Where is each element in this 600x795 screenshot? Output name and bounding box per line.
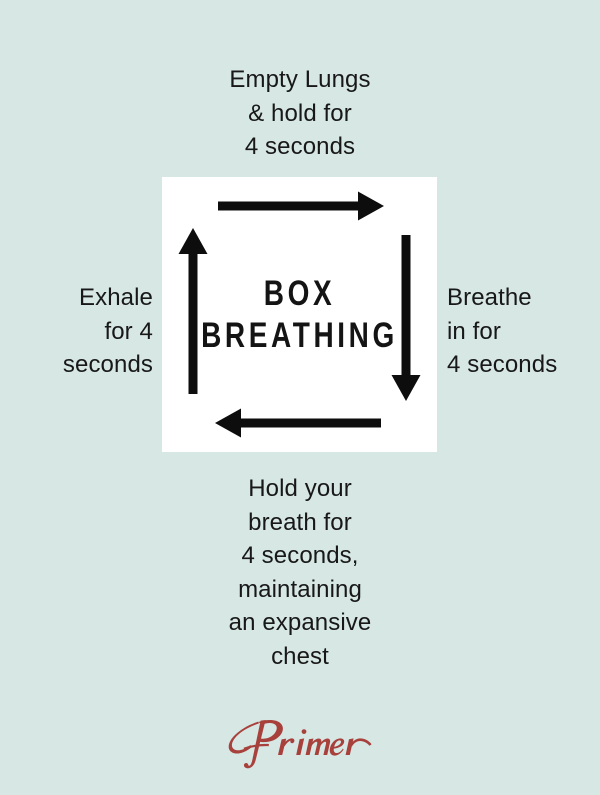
arrow-down-right-icon bbox=[391, 235, 421, 401]
box-breathing-panel: BOX BREATHING bbox=[162, 177, 437, 452]
wordmark-line-box: BOX bbox=[263, 274, 336, 313]
arrow-left-bottom-icon bbox=[215, 408, 381, 438]
brand-logo-primer bbox=[0, 714, 600, 777]
arrow-right-top-icon bbox=[218, 191, 384, 221]
arrow-up-left-icon bbox=[178, 228, 208, 394]
cycle-arrows-group bbox=[178, 191, 421, 438]
primer-script-logo-icon bbox=[228, 720, 372, 769]
label-hold-breath: Hold your breath for 4 seconds, maintain… bbox=[228, 475, 372, 670]
wordmark-line-breathing: BREATHING bbox=[201, 316, 398, 355]
label-empty-lungs: Empty Lungs & hold for 4 seconds bbox=[229, 66, 371, 160]
center-wordmark: BOX BREATHING bbox=[190, 273, 410, 357]
label-breathe-in: Breathe in for 4 seconds bbox=[447, 284, 558, 378]
label-exhale: Exhale for 4 seconds bbox=[62, 284, 153, 378]
